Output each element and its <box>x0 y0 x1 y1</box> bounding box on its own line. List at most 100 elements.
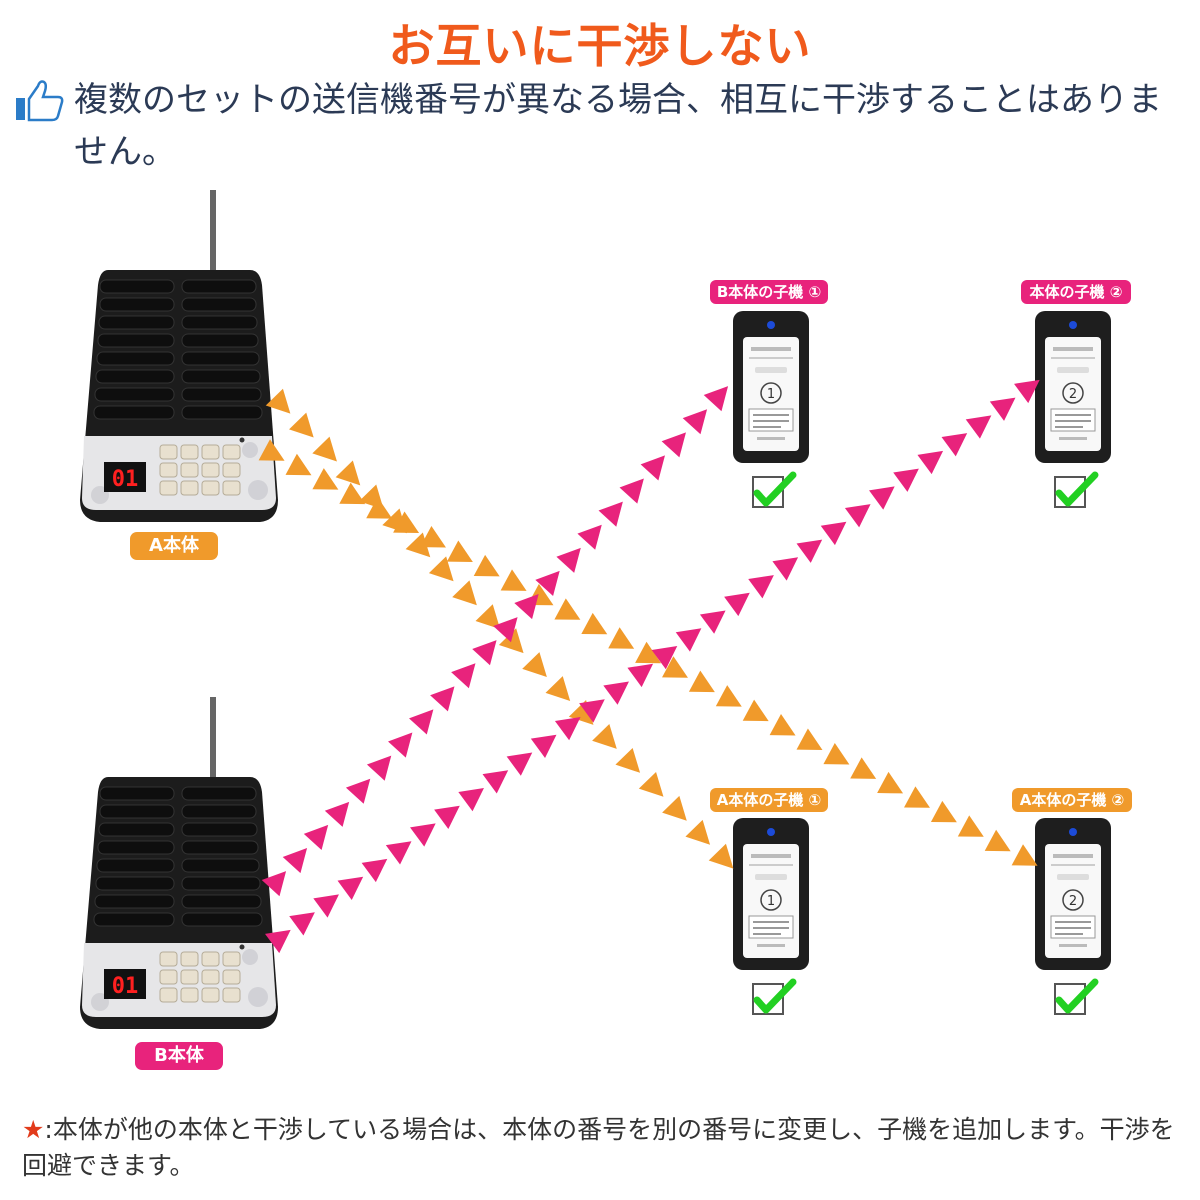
signal-arrow <box>844 504 871 528</box>
signal-arrow <box>608 627 635 649</box>
intro-text: 複数のセットの送信機番号が異なる場合、相互に干渉することはありません。 <box>74 80 1162 172</box>
transmitter-display: 01 <box>112 974 139 999</box>
signal-arrow <box>556 547 581 573</box>
signal-arrow <box>500 569 527 591</box>
signal-arrow <box>337 876 364 900</box>
pager-b-2: 2 <box>1034 310 1112 464</box>
signal-arrow <box>451 663 476 689</box>
signal-arrow <box>282 848 308 874</box>
signal-arrow <box>640 455 665 481</box>
signal-arrow <box>452 580 477 606</box>
signal-arrow <box>324 801 350 827</box>
signal-arrow <box>603 681 629 705</box>
signal-arrow <box>661 432 686 458</box>
signal-arrow <box>545 676 571 702</box>
signal-arrow <box>475 604 501 630</box>
signal-arrow <box>409 709 434 735</box>
check-icon <box>1055 982 1095 1014</box>
signal-arrow <box>682 409 708 435</box>
signal-arrow <box>703 386 729 412</box>
signal-arrow <box>688 670 715 693</box>
signal-arrow <box>554 716 581 741</box>
footnote: ★:本体が他の本体と干渉している場合は、本体の番号を別の番号に変更し、子機を追加… <box>22 1112 1182 1184</box>
signal-arrow <box>366 755 392 781</box>
signal-arrow <box>615 747 641 773</box>
signal-arrow <box>345 778 371 804</box>
signal-arrow <box>535 570 560 597</box>
signal-arrow <box>850 757 877 779</box>
signal-arrow <box>554 598 581 620</box>
signal-arrow <box>366 497 393 519</box>
signal-arrow <box>434 805 460 829</box>
check-icon <box>1055 475 1095 507</box>
signal-arrow <box>420 526 446 548</box>
signal-arrow <box>335 460 361 486</box>
signal-arrow <box>708 843 734 869</box>
check-icon <box>753 475 793 507</box>
signal-arrow <box>458 787 484 812</box>
signal-arrow <box>482 770 509 794</box>
signal-arrow <box>446 540 473 562</box>
transmitter-a-label: A本体 <box>130 532 218 560</box>
signal-arrow <box>393 511 420 533</box>
signal-arrow <box>796 728 823 750</box>
transmitter-a: 01 <box>79 189 279 523</box>
signal-arrow <box>265 388 291 414</box>
signal-arrow <box>823 743 850 765</box>
pager-a-2-label: A本体の子機 ② <box>1012 788 1132 812</box>
signal-arrow <box>1014 379 1040 404</box>
pager-number: 1 <box>767 387 775 402</box>
transmitter-b: 01 <box>79 696 279 1030</box>
signal-arrow <box>261 871 287 897</box>
signal-arrow <box>289 412 314 438</box>
signal-arrow <box>405 532 431 558</box>
signal-arrow <box>289 912 315 936</box>
footnote-text: :本体が他の本体と干渉している場合は、本体の番号を別の番号に変更し、子機を追加し… <box>22 1115 1175 1180</box>
signal-arrow <box>651 645 678 670</box>
signal-arrow <box>579 699 605 723</box>
signal-arrow <box>430 686 455 712</box>
signal-arrow <box>769 714 796 736</box>
signal-arrow <box>742 699 769 722</box>
signal-arrow <box>472 640 497 666</box>
signal-arrow <box>493 617 518 643</box>
signal-arrow <box>514 594 539 620</box>
transmitter-b-label: B本体 <box>135 1042 223 1070</box>
signal-arrow <box>965 415 992 439</box>
signal-arrow <box>312 436 337 462</box>
signal-arrow <box>662 656 688 678</box>
signal-arrow <box>627 663 654 688</box>
signal-arrow <box>313 894 339 918</box>
pager-a-1: 1 <box>732 817 810 971</box>
signal-arrow <box>385 841 412 865</box>
signal-arrow <box>724 592 750 617</box>
signal-arrow <box>715 685 742 707</box>
signal-arrow <box>635 641 662 664</box>
signal-arrow <box>699 610 726 634</box>
signal-arrow <box>869 486 895 510</box>
signal-arrow <box>893 468 919 492</box>
signal-arrow <box>917 450 944 475</box>
signal-arrow <box>530 734 557 758</box>
pager-number: 1 <box>767 894 775 909</box>
signal-arrow <box>904 786 930 808</box>
page-title: お互いに干渉しない <box>388 19 812 73</box>
transmitter-display: 01 <box>112 467 139 492</box>
intro-section: 複数のセットの送信機番号が異なる場合、相互に干渉することはありません。 <box>14 74 1184 178</box>
pager-b-1: 1 <box>732 310 810 464</box>
signal-arrow <box>410 823 436 847</box>
signal-arrow <box>339 482 366 505</box>
signal-arrow <box>796 539 823 563</box>
pager-b-2-label: 本体の子機 ② <box>1021 280 1131 304</box>
pager-number: 2 <box>1069 387 1077 402</box>
signal-arrow <box>957 815 984 837</box>
signal-arrow <box>941 433 968 457</box>
signal-arrow <box>592 724 617 749</box>
signal-arrow <box>506 752 533 776</box>
signal-arrow <box>577 524 602 550</box>
thumbs-up-icon <box>16 80 64 122</box>
signal-arrows <box>258 379 1040 954</box>
signal-arrow <box>303 824 329 851</box>
signal-arrow <box>388 732 413 758</box>
signal-arrow <box>361 858 388 883</box>
